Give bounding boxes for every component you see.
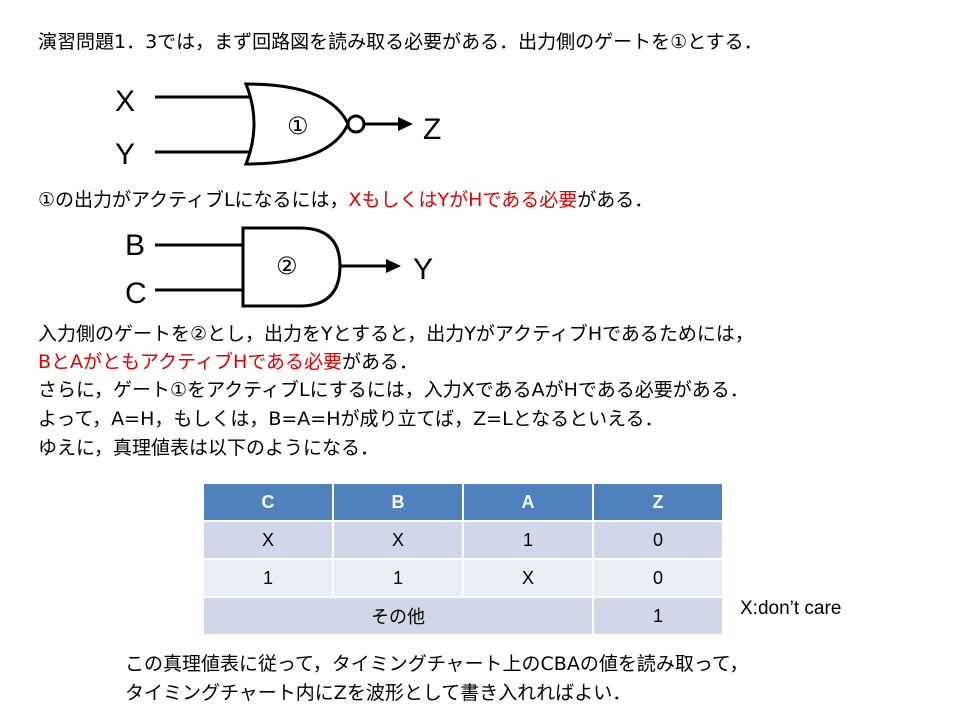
nor-gate-1 — [155, 82, 413, 166]
dont-care-note: X:don’t care — [740, 598, 842, 619]
footer-line-2: タイミングチャート内にZを波形として書き入れればよい． — [125, 682, 632, 704]
body-line-3: 入力側のゲートを②とし，出力をYとすると，出力YがアクティブHであるためには， — [38, 323, 754, 345]
body-line-4-highlight: BとAがともアクティブHである必要 — [38, 351, 343, 373]
table-cell-other: その他 — [202, 596, 594, 636]
intro-text: 演習問題1．3では，まず回路図を読み取る必要がある．出力側のゲートを①とする． — [38, 31, 763, 53]
header-b: B — [332, 482, 464, 522]
table-cell: 1 — [462, 520, 594, 560]
header-a: A — [462, 482, 594, 522]
gate1-output-z: Z — [423, 113, 441, 146]
table-cell: 1 — [592, 596, 724, 636]
body-line-7: ゆえに，真理値表は以下のようになる． — [38, 437, 380, 459]
footer-line-1: この真理値表に従って，タイミングチャート上のCBAの値を読み取って， — [125, 653, 749, 675]
table-row: 1 1 X 0 — [202, 558, 724, 598]
table-cell: 0 — [592, 520, 724, 560]
condition-highlight: XもしくはYがHである必要 — [348, 189, 578, 211]
gate2-output-y: Y — [413, 253, 433, 286]
gate1-symbol: ① — [287, 112, 309, 140]
body-line-4: BとAがともアクティブHである必要がある． — [38, 350, 418, 374]
gate1-input-x: X — [115, 85, 135, 118]
body-line-4-end: がある． — [342, 351, 419, 373]
condition-line-1: ①の出力がアクティブLになるには，XもしくはYがHである必要がある． — [38, 188, 653, 212]
table-cell: 1 — [332, 558, 464, 598]
table-cell: 1 — [202, 558, 334, 598]
table-cell: X — [332, 520, 464, 560]
header-z: Z — [592, 482, 724, 522]
table-row: X X 1 0 — [202, 520, 724, 560]
gate1-input-y: Y — [115, 138, 135, 171]
body-line-5: さらに，ゲート①をアクティブLにするには，入力XであるAがHである必要がある． — [38, 379, 749, 401]
table-cell: X — [462, 558, 594, 598]
truth-table: C B A Z X X 1 0 1 1 X 0 その他 1 — [202, 482, 724, 636]
gate2-symbol: ② — [276, 252, 298, 280]
truth-table-header: C B A Z — [202, 482, 724, 522]
table-cell: X — [202, 520, 334, 560]
gate2-input-b: B — [125, 229, 145, 262]
condition-text: ①の出力がアクティブLになるには， — [38, 189, 349, 211]
table-row: その他 1 — [202, 596, 724, 636]
body-line-6: よって，A=H，もしくは，B=A=Hが成り立てば，Z=Lとなるといえる． — [38, 408, 664, 430]
table-cell: 0 — [592, 558, 724, 598]
condition-end: がある． — [577, 189, 654, 211]
header-c: C — [202, 482, 334, 522]
and-gate-2 — [155, 226, 401, 308]
gate2-input-c: C — [125, 277, 147, 310]
